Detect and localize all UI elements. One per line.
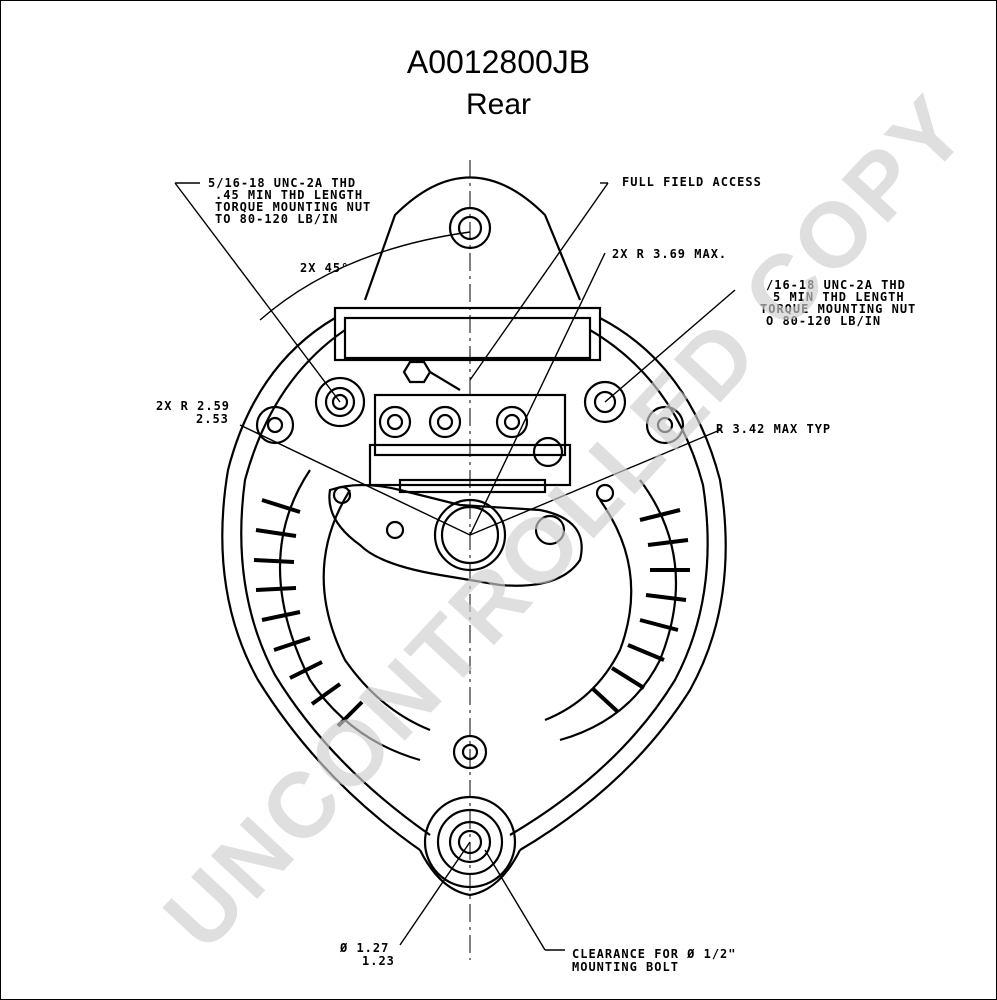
regulator-cover [333,306,602,362]
thread-right-line-1: /16-18 UNC-2A THD [766,278,906,292]
housing-outline [221,317,727,851]
cooling-slots-right [559,479,678,742]
thread-left-line-1: 5/16-18 UNC-2A THD [208,176,356,190]
left-screw [255,405,295,445]
terminal-left [378,405,412,439]
bottom-mounting-ear [419,849,521,897]
terminal-middle [428,405,462,439]
right-stud-boss [583,380,627,424]
top-ear-hole [448,206,492,250]
diameter-line-2: 1.23 [362,954,395,968]
thread-left-line-2: .45 MIN THD LENGTH [215,188,363,202]
radius-259-line-2: 2.53 [196,412,229,426]
cooling-slot-ticks [253,498,690,728]
thread-left-line-4: TO 80-120 LB/IN [215,212,338,226]
radius-259-line-1: 2X R 2.59 [156,399,230,413]
thread-right-line-4: O 80-120 LB/IN [766,314,881,328]
shaft-bearing [433,498,507,572]
cooling-slots-left [278,469,421,762]
leader-lines [174,182,736,951]
angle-label: 2X 45° [300,261,349,275]
terminal-block [373,393,567,457]
thread-left-line-3: TORQUE MOUNTING NUT [215,200,371,214]
right-screw [645,405,685,445]
field-access-plug [532,436,564,468]
thread-right-line-3: TORQUE MOUNTING NUT [760,302,916,316]
drawing-title: A0012800JB [406,44,591,80]
rear-bearing-plate [328,483,583,587]
terminal-right [495,405,529,439]
full-field-label: FULL FIELD ACCESS [622,175,762,189]
left-stud-boss [314,376,366,428]
hex-nut [402,360,432,384]
top-mounting-ear [363,176,582,301]
radius-342-label: R 3.42 MAX TYP [716,422,831,436]
thread-right-line-2: 5 MIN THD LENGTH [773,290,905,304]
bottom-screw [452,734,488,770]
clearance-line-1: CLEARANCE FOR Ø 1/2" [572,947,737,961]
radius-369-label: 2X R 3.69 MAX. [612,247,727,261]
diameter-line-1: Ø 1.27 [339,941,389,955]
drawing-subtitle: Rear [465,88,532,121]
bottom-ear-boss [423,795,517,889]
clearance-line-2: MOUNTING BOLT [572,960,679,974]
